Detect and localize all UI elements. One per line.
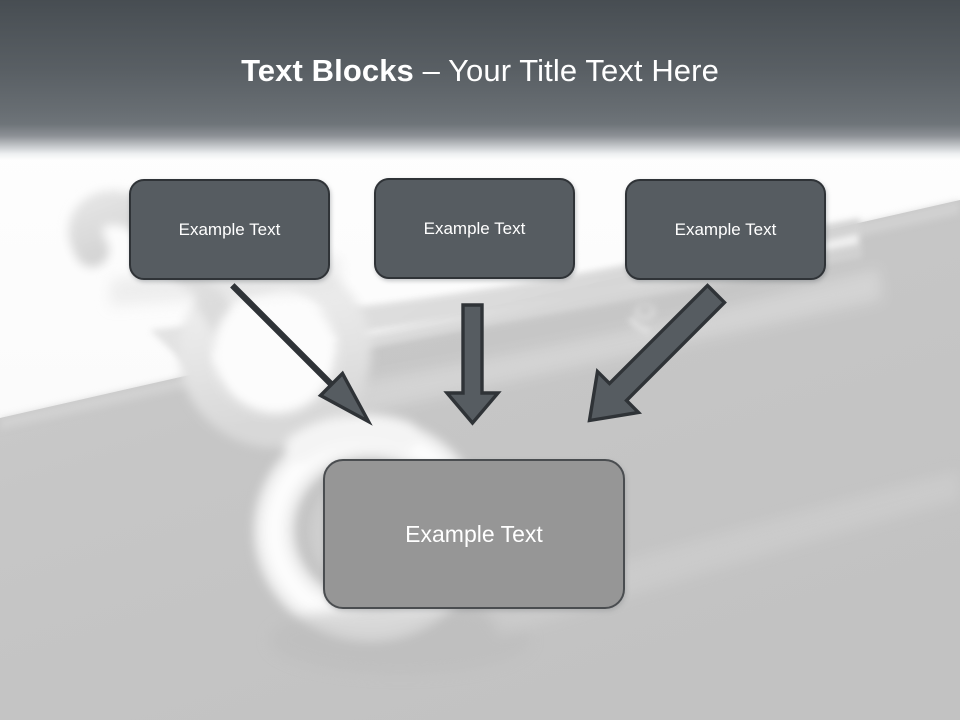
page-title-separator: – <box>413 53 449 88</box>
text-block-2-label: Example Text <box>423 218 526 238</box>
text-block-3[interactable]: Example Text <box>625 179 826 280</box>
page-title-bold: Text Blocks <box>241 53 414 88</box>
text-block-1[interactable]: Example Text <box>129 179 330 280</box>
page-title: Text Blocks – Your Title Text Here <box>0 52 960 90</box>
text-block-2[interactable]: Example Text <box>374 178 575 279</box>
text-block-3-label: Example Text <box>674 219 777 239</box>
text-block-summary-label: Example Text <box>405 520 543 547</box>
text-block-1-label: Example Text <box>178 219 281 239</box>
text-block-summary[interactable]: Example Text <box>323 459 625 609</box>
header-band <box>0 0 960 160</box>
page-title-light: Your Title Text Here <box>448 53 719 88</box>
